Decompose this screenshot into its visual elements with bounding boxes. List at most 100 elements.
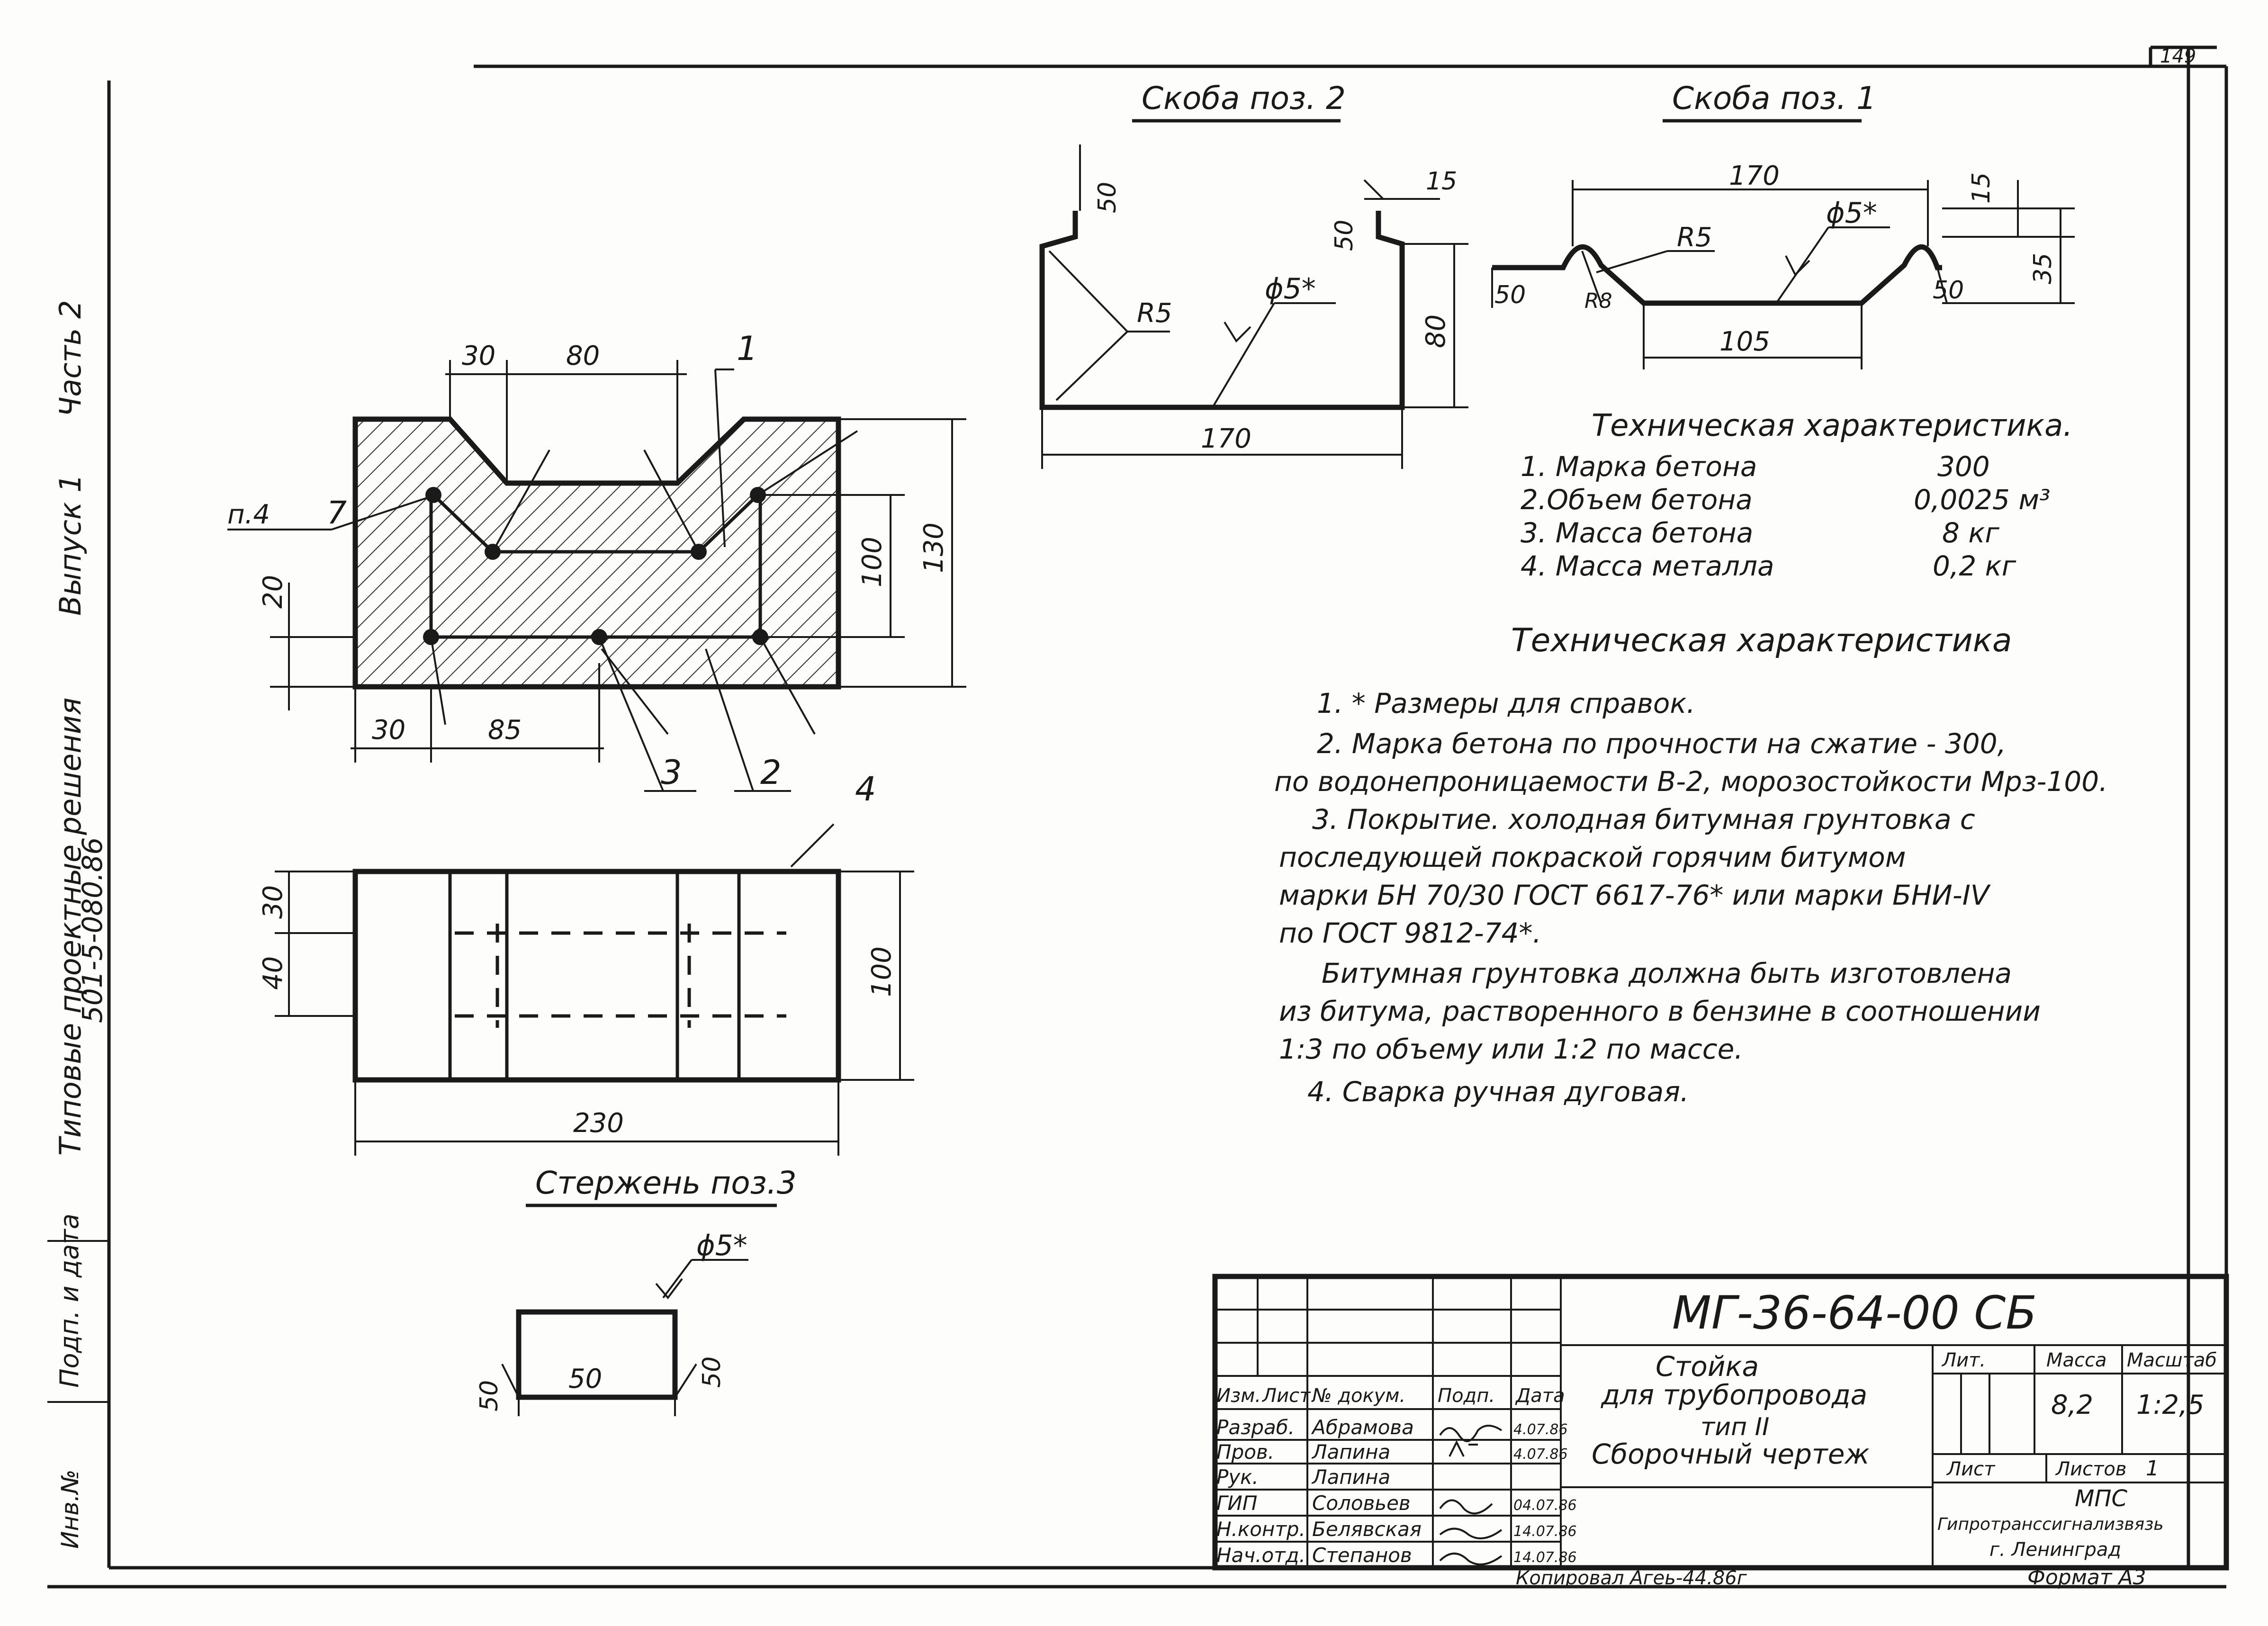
bracket-pos1-in-section xyxy=(432,494,759,554)
tb-sheets-value: 1 xyxy=(2146,1456,2159,1481)
tb-name-line-2: для трубопровода xyxy=(1601,1379,1867,1411)
bracket-2-end-50-right: 50 xyxy=(1330,220,1359,251)
plan-dims xyxy=(275,871,914,1156)
sheet-frame xyxy=(47,45,2228,1589)
bracket-1-radius: R5 xyxy=(1677,222,1712,253)
dim-plan-100: 100 xyxy=(866,946,897,997)
tb-mass-label: Масса xyxy=(2046,1349,2107,1371)
tb-name-line-1: Стойка xyxy=(1656,1350,1759,1383)
bracket-1-dim-15: 15 xyxy=(1967,172,1996,204)
tech-title: Техническая характеристика. xyxy=(1592,408,2073,443)
tb-name-3: Лапина xyxy=(1311,1465,1390,1489)
format-label: Формат А3 xyxy=(2027,1565,2146,1590)
tech-row-3-value: 8 кг xyxy=(1942,517,1999,549)
plan-outline xyxy=(352,869,841,1083)
tb-header-date: Дата xyxy=(1515,1385,1565,1407)
dim-30-bottom: 30 xyxy=(372,715,405,746)
callout-7: 7 xyxy=(327,494,347,531)
callout-2: 2 xyxy=(760,753,782,792)
tb-role-2: Пров. xyxy=(1216,1440,1274,1464)
tb-org-1: МПС xyxy=(2075,1485,2128,1512)
bracket-1-end-50-right: 50 xyxy=(1933,276,1964,305)
tb-name-2: Лапина xyxy=(1311,1440,1390,1464)
tb-org-2: Гипротранссигнализвязь xyxy=(1937,1515,2164,1534)
dim-130: 130 xyxy=(918,522,949,573)
section-dims xyxy=(270,360,966,763)
tb-designation: МГ-36-64-00 СБ xyxy=(1672,1286,2037,1339)
section-leaders xyxy=(227,368,858,868)
tb-lit-label: Лит. xyxy=(1941,1349,1986,1371)
requirements: Техническая характеристика 1. * Размеры … xyxy=(1274,622,2108,1108)
rod-bracket xyxy=(516,1309,678,1400)
signatures xyxy=(1439,1425,1503,1565)
tech-row-4-value: 0,2 кг xyxy=(1933,550,2016,582)
tb-sheet-label: Лист xyxy=(1946,1458,1996,1480)
req-line-11: 4. Сварка ручная дуговая. xyxy=(1307,1076,1689,1108)
tb-role-1: Разраб. xyxy=(1216,1416,1295,1439)
requirements-title: Техническая характеристика xyxy=(1511,622,2012,659)
req-line-7: по ГОСТ 9812-74*. xyxy=(1279,917,1541,949)
bracket-2-shape xyxy=(1039,211,1405,410)
bracket-1-end-50-left: 50 xyxy=(1494,281,1526,309)
bracket-1-view: Скоба поз. 1 170 15 35 R5 ϕ5* 50 50 R8 1… xyxy=(1491,80,2075,369)
bracket-2-dim-80: 80 xyxy=(1421,314,1451,348)
bracket-1-dim-35: 35 xyxy=(2029,253,2057,284)
plan-view: 30 40 100 230 xyxy=(258,869,914,1156)
tb-scale-value: 1:2,5 xyxy=(2136,1390,2205,1420)
tb-name-line-3: тип II xyxy=(1701,1413,1769,1441)
part-label: Часть 2 xyxy=(53,300,88,417)
bracket-1-weld: ϕ5* xyxy=(1826,197,1877,230)
sign-date-label: Подп. и дата xyxy=(54,1213,84,1388)
tb-mass-value: 8,2 xyxy=(2051,1390,2093,1420)
copied-note: Копировал Агеь-44.86г xyxy=(1516,1567,1747,1589)
tb-header-izm: Изм. xyxy=(1216,1385,1261,1407)
series-title: Типовые проектные решения xyxy=(53,698,88,1156)
bracket-1-inner-radius: R8 xyxy=(1584,289,1612,313)
tb-header-podp: Подп. xyxy=(1438,1385,1495,1407)
tb-date-4: 04.07.86 xyxy=(1513,1497,1577,1514)
dim-plan-230: 230 xyxy=(573,1108,624,1139)
rod-end-50-left: 50 xyxy=(475,1380,504,1411)
dim-85: 85 xyxy=(488,715,522,746)
tb-role-6: Нач.отд. xyxy=(1216,1544,1305,1567)
sheet-number: 149 xyxy=(2160,45,2196,67)
tb-role-5: Н.контр. xyxy=(1216,1518,1305,1541)
tb-header-list: Лист xyxy=(1261,1385,1311,1407)
tb-date-1: 4.07.86 xyxy=(1513,1421,1568,1438)
tb-name-6: Степанов xyxy=(1312,1544,1412,1567)
rod-dim-50: 50 xyxy=(568,1364,602,1394)
dim-plan-30: 30 xyxy=(258,885,288,919)
callout-3: 3 xyxy=(661,753,682,792)
section-view: 30 80 130 100 20 30 85 1 2 3 4 7 п.4 xyxy=(227,329,966,868)
tech-row-4-label: 4. Масса металла xyxy=(1521,550,1774,582)
bracket-2-view: Скоба поз. 2 50 50 15 R5 ϕ5* 80 170 xyxy=(1039,80,1468,469)
bracket-1-shape xyxy=(1492,244,1942,306)
tech-row-3-label: 3. Масса бетона xyxy=(1521,517,1753,549)
tb-date-5: 14.07.86 xyxy=(1513,1523,1577,1540)
req-line-3: по водонепроницаемости В-2, морозостойко… xyxy=(1274,765,2108,798)
tb-name-4: Соловьев xyxy=(1312,1491,1411,1515)
req-line-1: 1. * Размеры для справок. xyxy=(1317,687,1695,719)
req-line-8: Битумная грунтовка должна быть изготовле… xyxy=(1322,957,2012,989)
tech-row-2-value: 0,0025 м³ xyxy=(1914,484,2050,516)
rod-weld: ϕ5* xyxy=(696,1229,747,1262)
dim-80: 80 xyxy=(566,341,600,371)
bracket-2-end-50-left: 50 xyxy=(1093,182,1122,213)
bracket-2-radius: R5 xyxy=(1137,298,1172,329)
hidden-lines xyxy=(455,924,786,1028)
tb-scale-label: Масштаб xyxy=(2127,1349,2217,1371)
tb-sheets-label: Листов xyxy=(2055,1458,2126,1480)
issue-label: Выпуск 1 xyxy=(53,474,88,616)
dim-20: 20 xyxy=(258,575,288,609)
tb-role-4: ГИП xyxy=(1216,1491,1257,1515)
req-line-2: 2. Марка бетона по прочности на сжатие -… xyxy=(1317,728,2006,760)
rod-end-50-right: 50 xyxy=(698,1356,726,1388)
tb-name-line-4: Сборочный чертеж xyxy=(1592,1438,1870,1470)
tb-header-doc: № докум. xyxy=(1311,1385,1405,1407)
rod-view: Стержень поз.3 50 50 50 ϕ5* xyxy=(475,1165,797,1416)
tech-row-1-label: 1. Марка бетона xyxy=(1521,450,1757,483)
tech-row-1-value: 300 xyxy=(1937,450,1990,483)
dim-30-top: 30 xyxy=(462,341,495,371)
